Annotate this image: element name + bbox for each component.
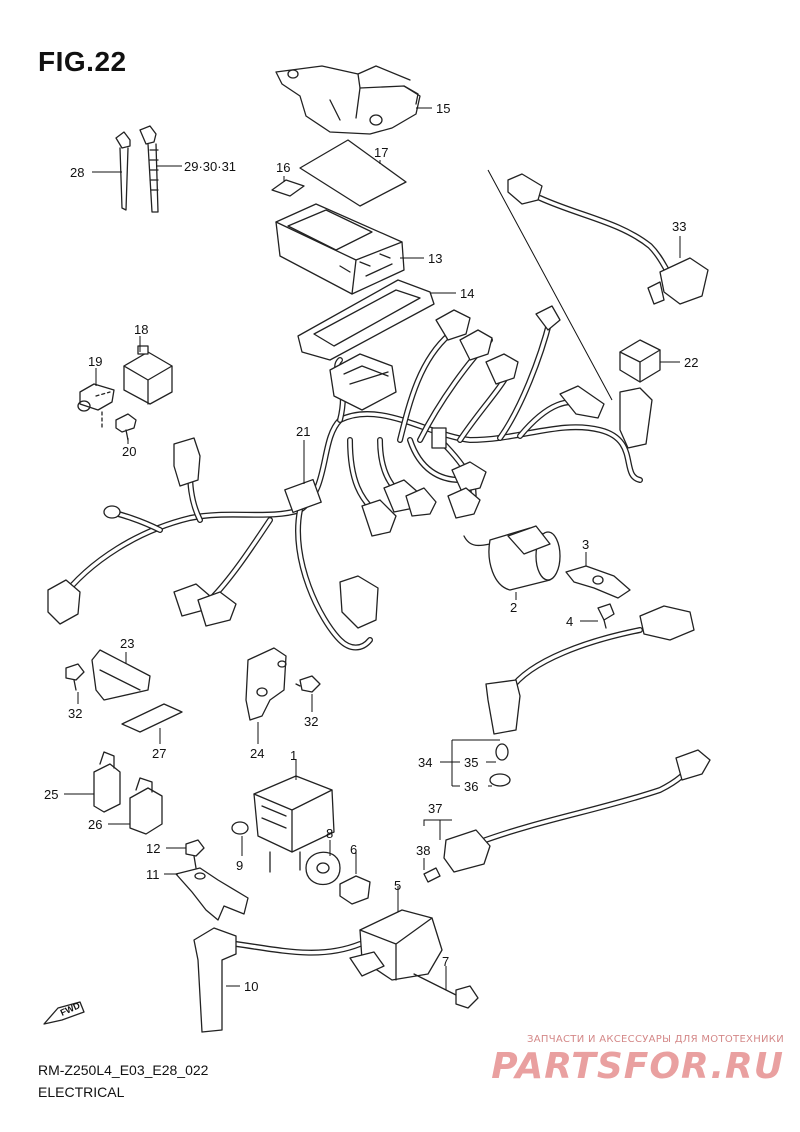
plug-cap-part: [193, 927, 363, 1033]
screw-part: [597, 603, 615, 629]
fuse-part: [423, 867, 441, 883]
figure-caption: ELECTRICAL: [38, 1084, 125, 1100]
callout-9: 9: [236, 858, 243, 873]
callout-29-30-31: 29·30·31: [184, 159, 236, 174]
condenser-bracket-part: [565, 565, 631, 599]
bracket-part: [275, 65, 421, 135]
callout-14: 14: [460, 286, 474, 301]
bracket-small-part: [245, 647, 287, 721]
callout-35: 35: [464, 755, 478, 770]
callout-18: 18: [134, 322, 148, 337]
callout-38: 38: [416, 843, 430, 858]
watermark-subtitle: ЗАПЧАСТИ И АКСЕССУАРЫ ДЛЯ МОТОТЕХНИКИ: [527, 1034, 784, 1045]
plug-lead-part: [485, 605, 695, 787]
relay-part: [123, 345, 173, 405]
callout-12: 12: [146, 841, 160, 856]
callout-16: 16: [276, 160, 290, 175]
bolt-12-part: [185, 839, 205, 869]
callout-1: 1: [290, 748, 297, 763]
sensor-part: [507, 173, 709, 305]
callout-22: 22: [684, 355, 698, 370]
ignition-coil-part: [349, 909, 443, 981]
relay-b-part: [129, 777, 163, 835]
callout-7: 7: [442, 954, 449, 969]
reference-line: [487, 169, 613, 401]
relay-a-part: [93, 751, 121, 813]
callout-19: 19: [88, 354, 102, 369]
callout-32-right: 32: [304, 714, 318, 729]
small-pad-part: [271, 179, 305, 197]
bolt-part: [115, 413, 137, 441]
callout-37: 37: [428, 801, 442, 816]
wiring-harness-part: [47, 305, 653, 651]
callout-26: 26: [88, 817, 102, 832]
callout-5: 5: [394, 878, 401, 893]
callout-4: 4: [566, 614, 573, 629]
bolt-7-part: [413, 973, 479, 1009]
callout-10: 10: [244, 979, 258, 994]
washer-part: [231, 821, 249, 835]
callout-23: 23: [120, 636, 134, 651]
rubber-band-part: [297, 279, 435, 361]
callout-17: 17: [374, 145, 388, 160]
callout-13: 13: [428, 251, 442, 266]
cap-part: [339, 875, 371, 905]
cable-ties-part: [115, 125, 159, 213]
callout-33: 33: [672, 219, 686, 234]
figure-title: FIG.22: [38, 46, 127, 77]
callout-labels: 1 2 3 4 5 6 7 8 9 10 11 12 13 14 15 16 1…: [44, 101, 698, 994]
callout-36: 36: [464, 779, 478, 794]
bolt-left-part: [65, 663, 85, 691]
callout-32-left: 32: [68, 706, 82, 721]
callout-20: 20: [122, 444, 136, 459]
callout-8: 8: [326, 826, 333, 841]
sub-harness-part: [443, 749, 711, 873]
coil-bracket-part: [175, 867, 249, 921]
callout-34: 34: [418, 755, 432, 770]
callout-24: 24: [250, 746, 264, 761]
callout-21: 21: [296, 424, 310, 439]
cap-relay-part: [619, 339, 661, 383]
condenser-part: [463, 525, 561, 591]
fwd-arrow: FWD: [43, 1000, 85, 1025]
pad-part: [121, 703, 183, 733]
callout-2: 2: [510, 600, 517, 615]
callout-28: 28: [70, 165, 84, 180]
callout-27: 27: [152, 746, 166, 761]
ecm-unit-part: [275, 203, 405, 295]
callout-15: 15: [436, 101, 450, 116]
damper-part: [305, 851, 341, 885]
watermark-brand: PARTSFOR.RU: [491, 1046, 784, 1087]
figure-code: RM-Z250L4_E03_E28_022: [38, 1062, 209, 1078]
bolt-right-part: [295, 675, 321, 693]
callout-11: 11: [146, 867, 160, 882]
callout-3: 3: [582, 537, 589, 552]
callout-6: 6: [350, 842, 357, 857]
relay-bracket-part: [77, 383, 115, 431]
leader-lines: [64, 107, 681, 990]
plate-part: [91, 649, 151, 701]
callout-25: 25: [44, 787, 58, 802]
insulator-sheet-part: [299, 139, 407, 207]
